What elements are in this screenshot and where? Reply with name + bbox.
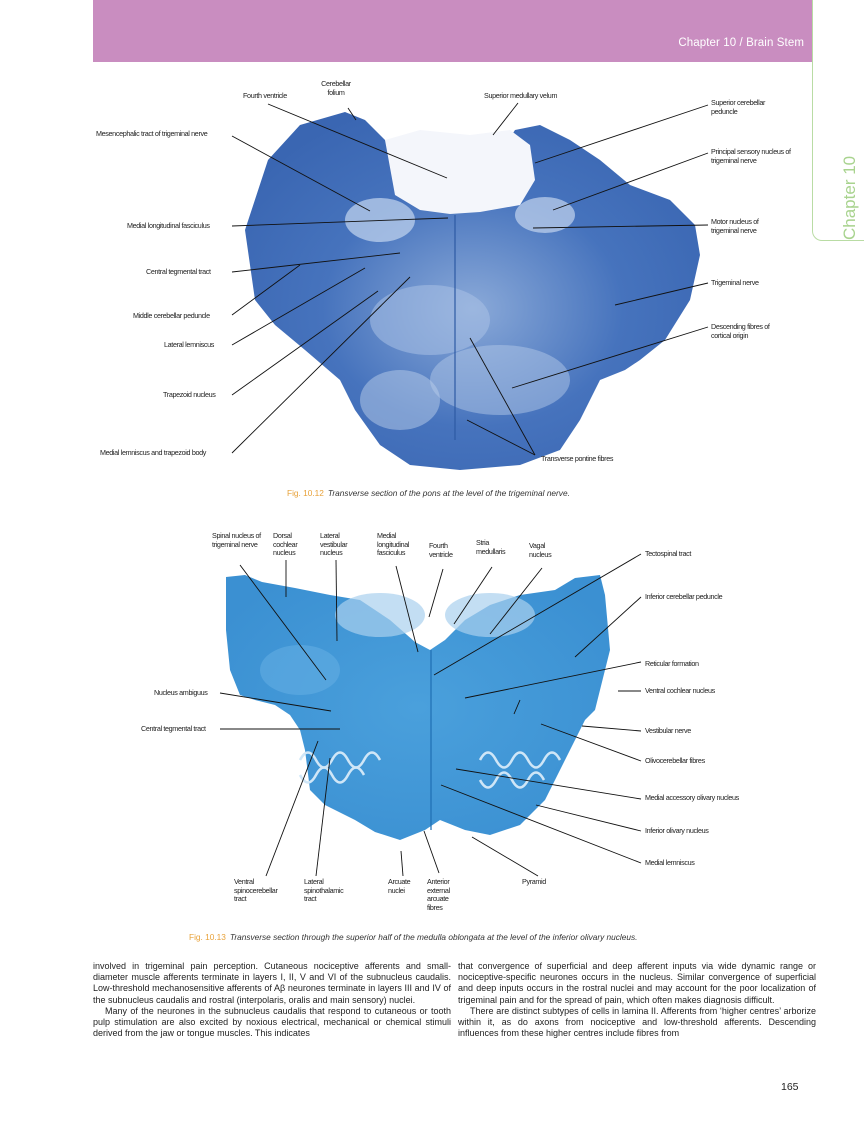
- body-text-right-column: that convergence of superficial and deep…: [458, 961, 816, 1039]
- page-number: 165: [781, 1081, 799, 1093]
- label-middle-cerebellar-peduncle: Middle cerebellar peduncle: [133, 311, 210, 320]
- label-mesencephalic-tract: Mesencephalic tract of trigeminal nerve: [96, 129, 208, 138]
- figure-10-13-caption-text: Transverse section through the superior …: [229, 932, 638, 942]
- label-principal-sensory-nucleus: Principal sensory nucleus of trigeminal …: [711, 147, 791, 165]
- label-medial-lemniscus-trapezoid-body: Medial lemniscus and trapezoid body: [100, 448, 207, 457]
- label-cerebellar-folium: Cerebellar folium: [321, 79, 351, 97]
- figure-10-12-caption-text: Transverse section of the pons at the le…: [327, 488, 570, 498]
- label-ventral-cochlear-nucleus: Ventral cochlear nucleus: [645, 686, 715, 695]
- label-superior-cerebellar-peduncle: Superior cerebellar peduncle: [711, 98, 766, 116]
- label-vagal-nucleus: Vagal nucleus: [529, 541, 552, 559]
- label-medial-lemniscus: Medial lemniscus: [645, 858, 695, 867]
- body-paragraph: There are distinct subtypes of cells in …: [458, 1005, 816, 1039]
- label-spinal-nucleus: Spinal nucleus of trigeminal nerve: [212, 531, 261, 549]
- label-inferior-cerebellar-peduncle: Inferior cerebellar peduncle: [645, 592, 723, 601]
- label-mlf-medulla: Medial longitudinal fasciculus: [377, 531, 410, 557]
- running-title: Chapter 10 / Brain Stem: [678, 37, 804, 49]
- label-descending-fibres: Descending fibres of cortical origin: [711, 322, 770, 340]
- label-lateral-lemniscus: Lateral lemniscus: [164, 340, 214, 349]
- figure-10-12: Cerebellar folium Fourth ventricle Super…: [0, 0, 864, 480]
- label-lateral-spinothalamic-tract: Lateral spinothalamic tract: [304, 877, 344, 903]
- body-paragraph: that convergence of superficial and deep…: [458, 961, 816, 1005]
- label-medial-accessory-olivary-nucleus: Medial accessory olivary nucleus: [645, 793, 739, 802]
- label-anterior-external-arcuate-fibres: Anterior external arcuate fibres: [427, 877, 450, 912]
- label-tectospinal-tract: Tectospinal tract: [645, 549, 691, 558]
- label-superior-medullary-velum: Superior medullary velum: [484, 91, 558, 100]
- label-transverse-pontine-fibres: Transverse pontine fibres: [541, 454, 614, 463]
- body-paragraph: Many of the neurones in the subnucleus c…: [93, 1005, 451, 1039]
- label-arcuate-nuclei: Arcuate nuclei: [388, 877, 411, 895]
- label-medial-longitudinal-fasciculus: Medial longitudinal fasciculus: [127, 221, 210, 230]
- label-trapezoid-nucleus: Trapezoid nucleus: [163, 390, 216, 399]
- figure-10-13: Spinal nucleus of trigeminal nerve Dorsa…: [0, 520, 864, 920]
- figure-10-12-number: Fig. 10.12: [287, 488, 324, 498]
- body-paragraph: involved in trigeminal pain perception. …: [93, 961, 451, 1005]
- label-nucleus-ambiguus: Nucleus ambiguus: [154, 688, 208, 697]
- chapter-side-tab: [812, 0, 864, 241]
- label-pyramid: Pyramid: [522, 877, 546, 886]
- medulla-section-image: [219, 553, 642, 877]
- label-fourth-ventricle-medulla: Fourth ventricle: [429, 541, 453, 559]
- label-central-tegmental-tract: Central tegmental tract: [146, 267, 211, 276]
- label-inferior-olivary-nucleus: Inferior olivary nucleus: [645, 826, 709, 835]
- label-olivocerebellar-fibres: Olivocerebellar fibres: [645, 756, 705, 765]
- label-reticular-formation: Reticular formation: [645, 659, 699, 668]
- label-ventral-spinocerebellar-tract: Ventral spinocerebellar tract: [234, 877, 278, 903]
- label-vestibular-nerve: Vestibular nerve: [645, 726, 691, 735]
- pons-section-image: [231, 102, 709, 470]
- label-lateral-vestibular-nucleus: Lateral vestibular nucleus: [320, 531, 348, 557]
- figure-10-13-number: Fig. 10.13: [189, 932, 226, 942]
- label-stria-medullaris: Stria medullaris: [476, 538, 506, 556]
- label-dorsal-cochlear-nucleus: Dorsal cochlear nucleus: [273, 531, 298, 557]
- chapter-header-band: Chapter 10 / Brain Stem: [93, 0, 812, 62]
- label-central-tegmental-tract-medulla: Central tegmental tract: [141, 724, 206, 733]
- label-fourth-ventricle: Fourth ventricle: [243, 91, 287, 100]
- body-text-left-column: involved in trigeminal pain perception. …: [93, 961, 451, 1039]
- label-motor-nucleus: Motor nucleus of trigeminal nerve: [711, 217, 759, 235]
- label-trigeminal-nerve: Trigeminal nerve: [711, 278, 759, 287]
